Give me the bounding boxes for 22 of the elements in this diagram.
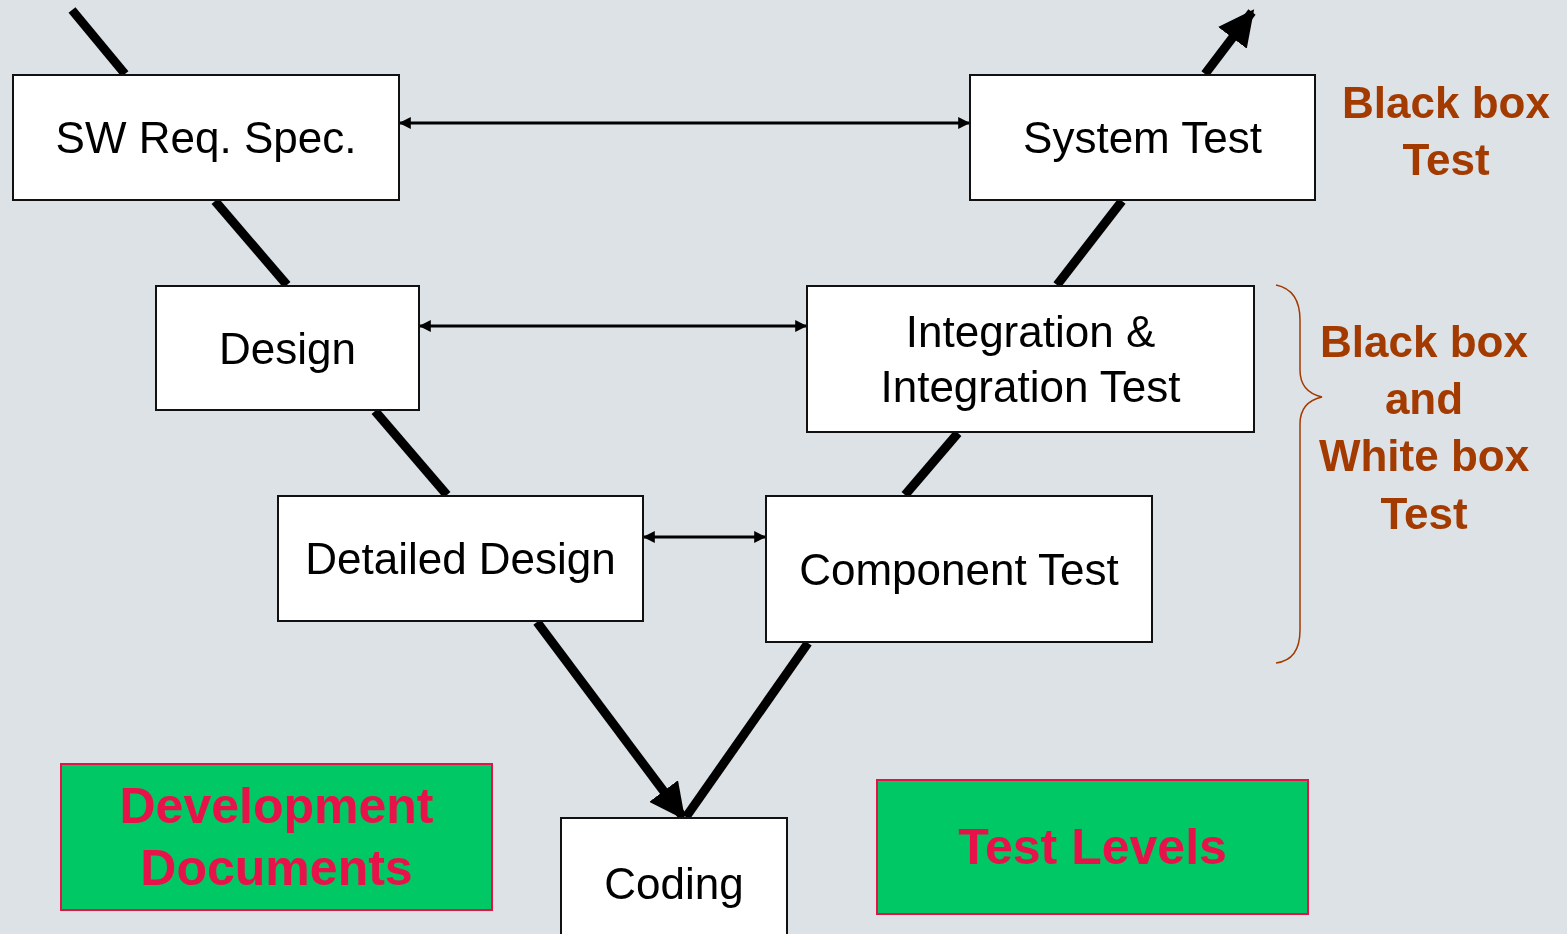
box-label: Design (219, 322, 356, 375)
box-label: Detailed Design (305, 533, 616, 585)
process-box (277, 495, 644, 622)
connector-line (68, 7, 129, 77)
process-box (12, 74, 400, 201)
box-label: Test Levels (958, 817, 1227, 877)
process-box (806, 285, 1255, 433)
process-box (155, 285, 420, 411)
annotation-text: Black box Test (1342, 77, 1550, 187)
box-label: Coding (604, 857, 744, 910)
box-label: Integration & Integration Test (879, 306, 1182, 413)
box-label: Component Test (799, 543, 1119, 596)
arrow (1201, 9, 1256, 77)
box-label: SW Req. Spec. (55, 112, 357, 164)
process-box (765, 495, 1153, 643)
legend-box (60, 763, 493, 911)
box-label: Development Documents (118, 776, 435, 898)
legend-box (876, 779, 1309, 915)
process-box (560, 817, 788, 934)
process-box (969, 74, 1316, 201)
box-label: System Test (1023, 112, 1262, 164)
annotation-text: Black box and White box Test (1318, 316, 1530, 540)
